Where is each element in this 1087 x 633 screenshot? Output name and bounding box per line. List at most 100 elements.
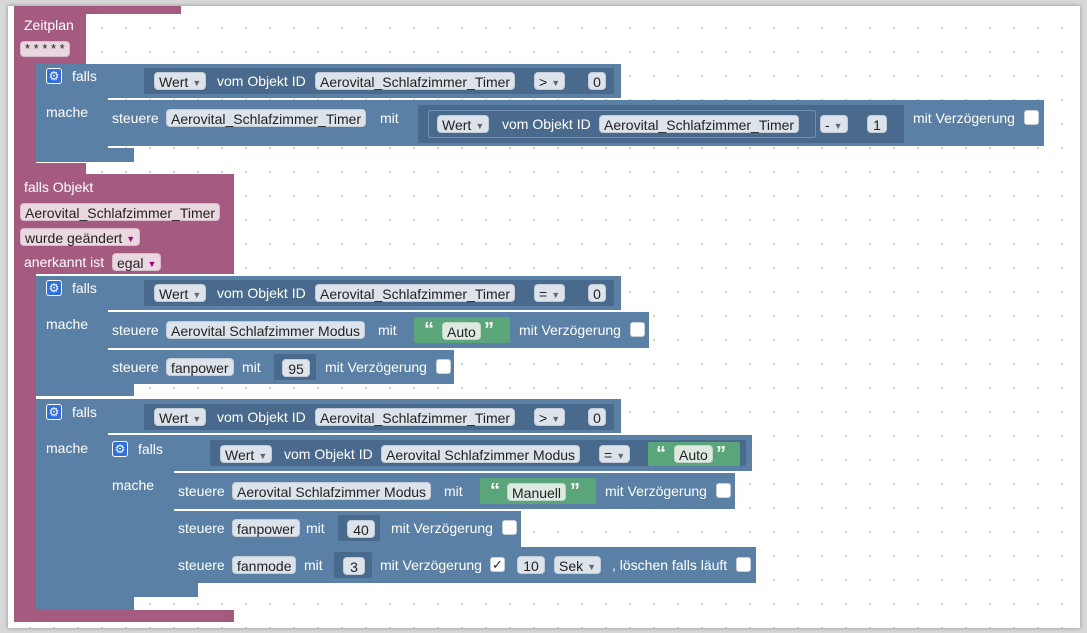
nested-set2-steuere-label: steuere <box>178 520 225 536</box>
nested-set3-delay-label: mit Verzögerung <box>380 557 482 573</box>
if1-cond-operator-dropdown[interactable]: >▼ <box>534 72 566 90</box>
gear-icon[interactable]: ⚙ <box>46 68 62 84</box>
trigger-ack-dropdown[interactable]: egal▼ <box>112 253 162 271</box>
if1-set-vom-label: vom Objekt ID <box>502 116 591 132</box>
nested-set3-clear-checkbox[interactable] <box>736 557 751 572</box>
if1-set-wert-dropdown[interactable]: Wert▼ <box>437 115 490 133</box>
if2-cond-wert-dropdown[interactable]: Wert▼ <box>154 284 207 302</box>
nested-set3-steuere-label: steuere <box>178 557 225 573</box>
if1-cond-vom-label: vom Objekt ID <box>217 73 306 89</box>
nested-falls-label: falls <box>138 441 163 457</box>
nested-set1-mit-label: mit <box>444 483 463 499</box>
trigger-label: falls Objekt <box>24 179 94 195</box>
schedule-block-spine <box>14 66 36 174</box>
if2-set1-delay-label: mit Verzögerung <box>519 322 621 338</box>
nested-set1-delay-label: mit Verzögerung <box>605 483 707 499</box>
if1-set-steuere-label: steuere <box>112 110 159 126</box>
if3-footer <box>36 596 134 610</box>
nested-set3-clear-label: , löschen falls läuft <box>612 557 728 573</box>
if3-cond-wert-dropdown[interactable]: Wert▼ <box>154 408 207 426</box>
if2-set1-steuere-label: steuere <box>112 322 159 338</box>
trigger-ack-label: anerkannt ist <box>24 254 105 270</box>
cron-field[interactable]: * * * * * <box>20 41 70 57</box>
if1-mache-label: mache <box>46 104 89 120</box>
if2-falls-label: falls <box>72 280 97 296</box>
schedule-block-footer <box>14 163 86 174</box>
if2-mache-label: mache <box>46 316 89 332</box>
if2-footer <box>36 384 134 396</box>
nested-set3-number[interactable]: 3 <box>343 557 365 575</box>
nested-set2-delay-label: mit Verzögerung <box>391 520 493 536</box>
if1-set-delay-label: mit Verzögerung <box>913 110 1015 126</box>
if2-set1-object-field[interactable]: Aerovital Schlafzimmer Modus <box>166 321 366 339</box>
trigger-object-field[interactable]: Aerovital_Schlafzimmer_Timer <box>20 203 221 221</box>
nested-set2-object-field[interactable]: fanpower <box>232 519 300 537</box>
if1-cond-object-field[interactable]: Aerovital_Schlafzimmer_Timer <box>315 72 516 90</box>
trigger-block-spine <box>14 272 36 614</box>
if3-cond-object-field[interactable]: Aerovital_Schlafzimmer_Timer <box>315 408 516 426</box>
nested-cond-wert-dropdown[interactable]: Wert▼ <box>220 445 273 463</box>
nested-cond-operator-dropdown[interactable]: =▼ <box>599 445 631 463</box>
blockly-workspace[interactable]: Zeitplan * * * * * ⚙ falls mache Wert▼ v… <box>8 6 1080 628</box>
nested-set2-delay-checkbox[interactable] <box>502 520 517 535</box>
if1-cond-wert-dropdown[interactable]: Wert▼ <box>154 72 207 90</box>
nested-cond-vom-label: vom Objekt ID <box>284 446 373 462</box>
if3-cond-operator-dropdown[interactable]: >▼ <box>534 408 566 426</box>
if3-falls-label: falls <box>72 404 97 420</box>
open-quote-icon: “ <box>424 319 434 341</box>
if2-set2-mit-label: mit <box>242 359 261 375</box>
nested-set1-steuere-label: steuere <box>178 483 225 499</box>
if2-set1-delay-checkbox[interactable] <box>630 322 645 337</box>
nested-set3-mit-label: mit <box>304 557 323 573</box>
nested-cond-object-field[interactable]: Aerovital Schlafzimmer Modus <box>381 445 581 463</box>
trigger-changed-dropdown[interactable]: wurde geändert▼ <box>20 228 141 246</box>
open-quote-icon: “ <box>490 480 500 502</box>
nested-set2-number[interactable]: 40 <box>347 520 375 538</box>
close-quote-icon: ” <box>570 480 580 502</box>
open-quote-icon: “ <box>656 443 666 465</box>
if3-spine <box>36 431 108 607</box>
if2-set1-text-field[interactable]: Auto <box>442 322 481 340</box>
trigger-block-footer <box>14 610 234 622</box>
if1-set-mit-label: mit <box>380 110 399 126</box>
nested-cond-text-field[interactable]: Auto <box>674 445 713 463</box>
schedule-block[interactable] <box>14 6 181 14</box>
nested-set2-mit-label: mit <box>306 520 325 536</box>
if2-set2-object-field[interactable]: fanpower <box>166 358 234 376</box>
nested-set1-delay-checkbox[interactable] <box>716 483 731 498</box>
if2-spine <box>36 308 108 394</box>
nested-set1-object-field[interactable]: Aerovital Schlafzimmer Modus <box>232 482 432 500</box>
schedule-label: Zeitplan <box>24 17 74 33</box>
gear-icon[interactable]: ⚙ <box>46 404 62 420</box>
if2-set1-mit-label: mit <box>378 322 397 338</box>
if1-set-object-field[interactable]: Aerovital_Schlafzimmer_Timer <box>166 109 367 127</box>
if1-set-inner-object-field[interactable]: Aerovital_Schlafzimmer_Timer <box>599 115 800 133</box>
nested-if-footer <box>102 583 198 597</box>
close-quote-icon: ” <box>716 443 726 465</box>
if2-set2-number[interactable]: 95 <box>282 359 310 377</box>
if3-cond-vom-label: vom Objekt ID <box>217 409 306 425</box>
if3-cond-number[interactable]: 0 <box>588 408 606 426</box>
if3-mache-label: mache <box>46 440 89 456</box>
if2-set2-steuere-label: steuere <box>112 359 159 375</box>
nested-set3-time-field[interactable]: 10 <box>517 556 545 574</box>
if1-cond-number[interactable]: 0 <box>588 72 606 90</box>
if1-set-minus-dropdown[interactable]: -▼ <box>820 115 848 133</box>
if1-set-delay-checkbox[interactable] <box>1024 110 1039 125</box>
gear-icon[interactable]: ⚙ <box>112 441 128 457</box>
if2-cond-object-field[interactable]: Aerovital_Schlafzimmer_Timer <box>315 284 516 302</box>
nested-mache-label: mache <box>112 477 155 493</box>
gear-icon[interactable]: ⚙ <box>46 280 62 296</box>
nested-set3-delay-checkbox[interactable]: ✓ <box>490 557 505 572</box>
if2-cond-number[interactable]: 0 <box>588 284 606 302</box>
if2-set2-delay-label: mit Verzögerung <box>325 359 427 375</box>
if1-set-number[interactable]: 1 <box>867 115 887 133</box>
nested-set3-unit-dropdown[interactable]: Sek▼ <box>554 556 602 574</box>
nested-set3-object-field[interactable]: fanmode <box>232 556 297 574</box>
if1-falls-label: falls <box>72 68 97 84</box>
nested-if-spine <box>102 469 174 589</box>
if2-set2-delay-checkbox[interactable] <box>436 359 451 374</box>
nested-set1-text-field[interactable]: Manuell <box>507 483 567 501</box>
if2-cond-operator-dropdown[interactable]: =▼ <box>534 284 566 302</box>
if1-footer <box>36 148 134 162</box>
